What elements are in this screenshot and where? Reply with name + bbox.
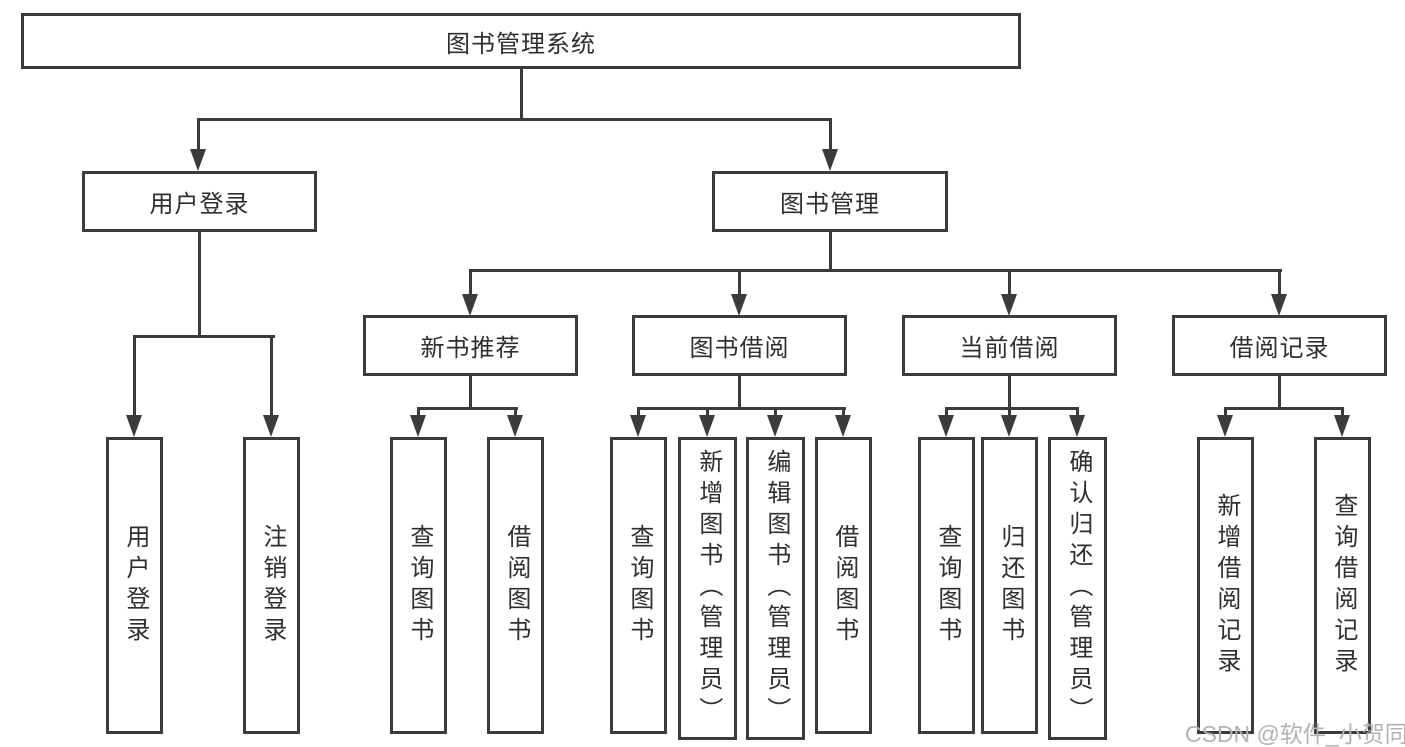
connector-line — [945, 407, 948, 417]
node-label: 当前借阅 — [959, 335, 1060, 362]
connector-line — [738, 376, 741, 410]
connector-line — [198, 232, 201, 338]
leaf-borrow-books-recommend: 借阅图书 — [487, 437, 544, 734]
node-label: 图书管理系统 — [446, 30, 596, 58]
arrow-down-icon — [822, 149, 838, 171]
connector-line — [417, 407, 420, 417]
leaf-label: 查询借阅记录 — [1329, 492, 1357, 679]
arrow-down-icon — [731, 294, 747, 316]
node-book-borrowing: 图书借阅 — [632, 315, 847, 376]
leaf-label: 借阅图书 — [502, 523, 530, 648]
arrow-down-icon — [630, 415, 646, 437]
connector-line — [197, 118, 832, 121]
arrow-down-icon — [462, 294, 478, 316]
leaf-logout: 注销登录 — [243, 437, 300, 734]
connector-line — [1341, 407, 1344, 417]
node-book-management: 图书管理 — [712, 171, 948, 232]
leaf-label: 查询图书 — [405, 523, 433, 648]
connector-line — [706, 407, 709, 417]
leaf-query-books-borrowing: 查询图书 — [610, 437, 667, 734]
node-label: 新书推荐 — [420, 335, 521, 362]
connector-line — [829, 232, 832, 272]
node-user-login: 用户登录 — [82, 171, 317, 232]
connector-line — [945, 407, 1079, 410]
arrow-down-icon — [835, 415, 851, 437]
arrow-down-icon — [767, 415, 783, 437]
watermark: CSDN @软件_小贺同学 — [1185, 721, 1405, 747]
leaf-query-books-recommend: 查询图书 — [390, 437, 447, 734]
leaf-user-login: 用户登录 — [106, 437, 163, 734]
connector-line — [774, 407, 777, 417]
connector-line — [637, 407, 846, 410]
leaf-query-books-current: 查询图书 — [918, 437, 975, 734]
leaf-borrow-books-borrowing: 借阅图书 — [815, 437, 872, 734]
connector-line — [133, 335, 275, 338]
leaf-add-borrow-record: 新增借阅记录 — [1197, 437, 1254, 734]
arrow-down-icon — [1069, 415, 1085, 437]
connector-line — [469, 269, 472, 296]
leaf-confirm-return-admin: 确认归还（管理员） — [1048, 437, 1107, 740]
leaf-label: 注销登录 — [258, 523, 286, 648]
node-label: 借阅记录 — [1229, 335, 1330, 362]
connector-line — [1278, 269, 1281, 296]
connector-line — [469, 269, 1282, 272]
connector-line — [1224, 407, 1227, 417]
leaf-return-books: 归还图书 — [981, 437, 1038, 734]
arrow-down-icon — [1001, 415, 1017, 437]
node-current-borrowing: 当前借阅 — [902, 315, 1117, 376]
arrow-down-icon — [126, 415, 142, 437]
leaf-label: 新增借阅记录 — [1212, 492, 1240, 679]
leaf-edit-books-admin: 编辑图书（管理员） — [746, 437, 805, 740]
arrow-down-icon — [1001, 294, 1017, 316]
connector-line — [469, 376, 472, 410]
connector-line — [133, 335, 136, 416]
leaf-label: 确认归还（管理员） — [1064, 449, 1092, 728]
arrow-down-icon — [1334, 415, 1350, 437]
node-borrowing-records: 借阅记录 — [1172, 315, 1387, 376]
connector-line — [738, 269, 741, 296]
connector-line — [270, 335, 273, 416]
node-label: 用户登录 — [149, 191, 250, 218]
leaf-label: 归还图书 — [996, 523, 1024, 648]
connector-line — [1008, 269, 1011, 296]
arrow-down-icon — [699, 415, 715, 437]
connector-line — [829, 118, 832, 152]
arrow-down-icon — [1271, 294, 1287, 316]
leaf-label: 查询图书 — [933, 523, 961, 648]
connector-line — [1224, 407, 1344, 410]
arrow-down-icon — [507, 415, 523, 437]
leaf-label: 用户登录 — [121, 523, 149, 648]
arrow-down-icon — [190, 149, 206, 171]
node-library-system-root: 图书管理系统 — [21, 13, 1021, 69]
node-label: 图书借阅 — [689, 335, 790, 362]
connector-line — [197, 118, 200, 152]
node-label: 图书管理 — [780, 191, 880, 218]
arrow-down-icon — [938, 415, 954, 437]
leaf-label: 借阅图书 — [830, 523, 858, 648]
connector-line — [842, 407, 845, 417]
arrow-down-icon — [263, 415, 279, 437]
connector-line — [1008, 407, 1011, 417]
node-new-book-recommendation: 新书推荐 — [363, 315, 578, 376]
leaf-label: 新增图书（管理员） — [694, 449, 722, 728]
arrow-down-icon — [1217, 415, 1233, 437]
arrow-down-icon — [410, 415, 426, 437]
leaf-query-borrow-record: 查询借阅记录 — [1314, 437, 1371, 734]
leaf-add-books-admin: 新增图书（管理员） — [678, 437, 737, 740]
leaf-label: 编辑图书（管理员） — [762, 449, 790, 728]
connector-line — [1008, 376, 1011, 410]
leaf-label: 查询图书 — [625, 523, 653, 648]
connector-line — [514, 407, 517, 417]
connector-line — [417, 407, 518, 410]
connector-line — [1076, 407, 1079, 417]
connector-line — [637, 407, 640, 417]
connector-line — [1278, 376, 1281, 410]
connector-line — [520, 69, 523, 121]
